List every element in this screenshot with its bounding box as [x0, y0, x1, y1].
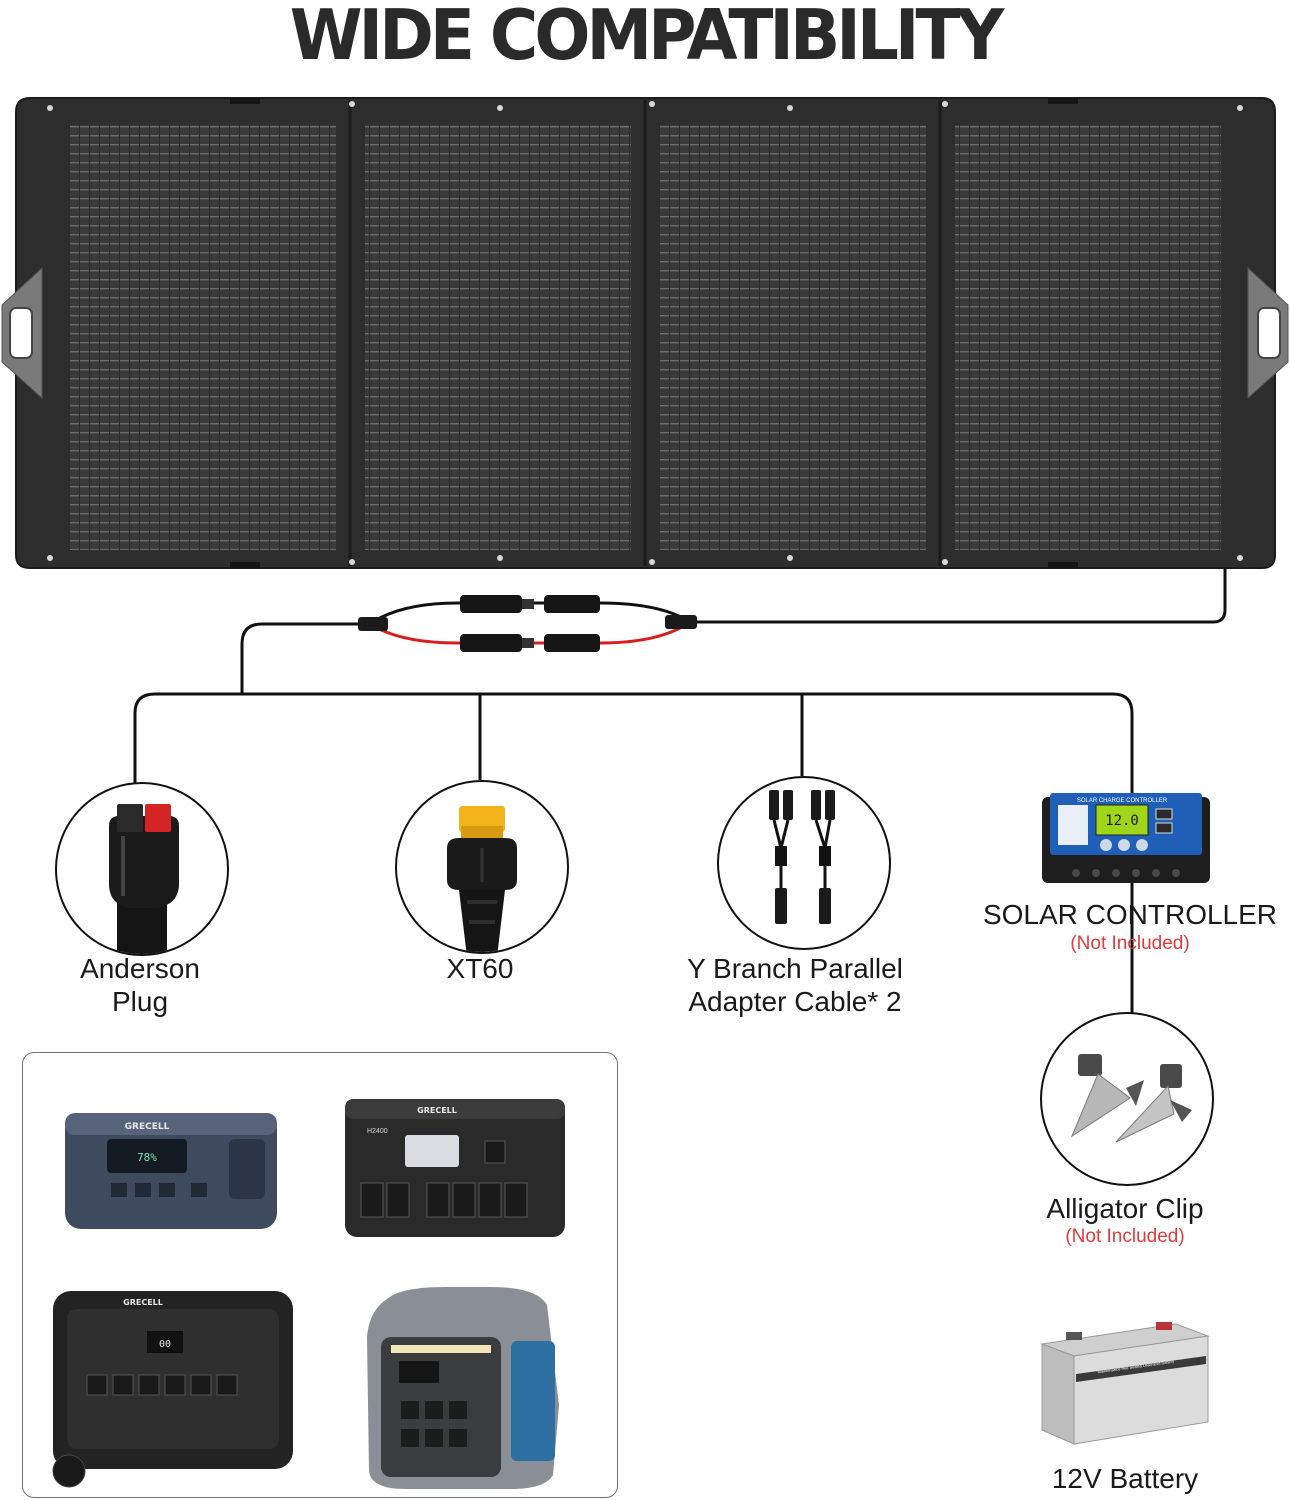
xt60-image	[395, 780, 569, 954]
y-branch-label: Y Branch Parallel Adapter Cable* 2	[650, 952, 940, 1018]
xt60-label-line-1: XT60	[446, 953, 514, 984]
alligator-clip-label: Alligator Clip	[1046, 1193, 1204, 1224]
alligator-clip-image	[1040, 1012, 1214, 1186]
solar-controller-note: (Not Included)	[1070, 933, 1190, 954]
power-station-2: GRECELL H2400	[345, 1099, 565, 1237]
solar-controller-label-line-1: SOLAR CONTROLLER	[982, 899, 1278, 930]
xt60-label: XT60	[380, 952, 580, 985]
anderson-label: Anderson Plug	[40, 952, 240, 1018]
power-station-1: GRECELL 78%	[65, 1113, 277, 1229]
anderson-label-line-2: Plug	[111, 986, 169, 1017]
compatible-power-stations-box: GRECELL 78% GRECELL H2400 GRECELL 00	[22, 1052, 618, 1498]
station-2-brand: GRECELL	[417, 1106, 457, 1115]
station-3-brand: GRECELL	[123, 1298, 163, 1307]
station-3-reading: 00	[159, 1339, 171, 1350]
battery-label: 12V Battery	[1051, 1463, 1199, 1494]
solar-controller-image: SOLAR CHARGE CONTROLLER 12.0	[1042, 793, 1210, 883]
solar-controller-label: SOLAR CONTROLLER	[970, 898, 1290, 931]
y-branch-label-line-1: Y Branch Parallel	[687, 953, 903, 984]
power-station-3: GRECELL 00	[52, 1291, 293, 1488]
headline: WIDE COMPATIBILITY	[289, 0, 1005, 76]
station-1-reading: 78%	[137, 1151, 157, 1164]
solar-panel	[1, 97, 1289, 569]
y-branch-cables	[358, 595, 697, 652]
battery-image: Maintenance-free Sealed Lead-acid Batter…	[1040, 1322, 1210, 1445]
station-2-model: H2400	[367, 1128, 388, 1135]
anderson-plug-image	[55, 782, 229, 956]
alligator-clip-note: (Not Included)	[1065, 1226, 1185, 1247]
controller-reading: 12.0	[1105, 813, 1139, 829]
power-station-4	[367, 1287, 559, 1489]
station-1-brand: GRECELL	[125, 1122, 170, 1132]
y-branch-label-line-2: Adapter Cable* 2	[688, 986, 902, 1017]
y-branch-image	[717, 776, 891, 950]
controller-title: SOLAR CHARGE CONTROLLER	[1077, 798, 1168, 804]
anderson-label-line-1: Anderson	[80, 953, 200, 984]
panel-cells	[70, 125, 1221, 550]
